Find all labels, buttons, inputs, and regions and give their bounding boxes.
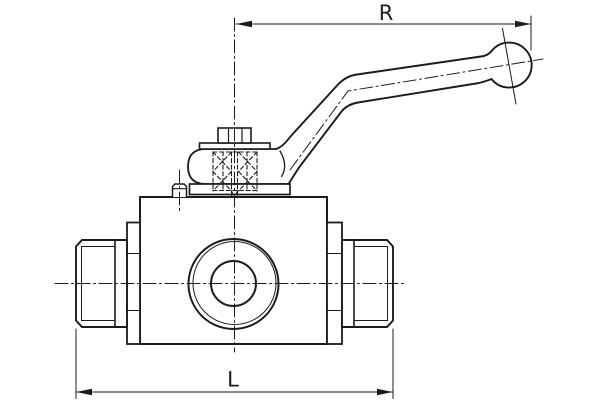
dimension-l: L bbox=[75, 328, 394, 399]
dim-r-label: R bbox=[379, 1, 394, 25]
dim-l-arrow-left bbox=[76, 388, 92, 396]
hub-end-arc bbox=[279, 150, 286, 178]
handle-lever-and-ball bbox=[275, 41, 533, 185]
dim-l-label: L bbox=[227, 368, 239, 392]
dimension-r: R bbox=[235, 1, 532, 51]
handle-assembly bbox=[187, 41, 533, 200]
vent-fitting bbox=[171, 183, 188, 198]
dim-l-arrow-right bbox=[377, 388, 393, 396]
dim-r-arrow-left bbox=[236, 20, 252, 28]
handle-hub bbox=[187, 148, 290, 185]
dim-r-arrow-right bbox=[515, 20, 531, 28]
ball-cross-line bbox=[502, 28, 517, 105]
lever-axis-centerline bbox=[289, 58, 544, 171]
centerlines bbox=[54, 17, 544, 353]
drawing-root: R L bbox=[54, 1, 544, 399]
valve-body-group bbox=[75, 183, 394, 345]
hub-base-plate bbox=[188, 183, 291, 196]
